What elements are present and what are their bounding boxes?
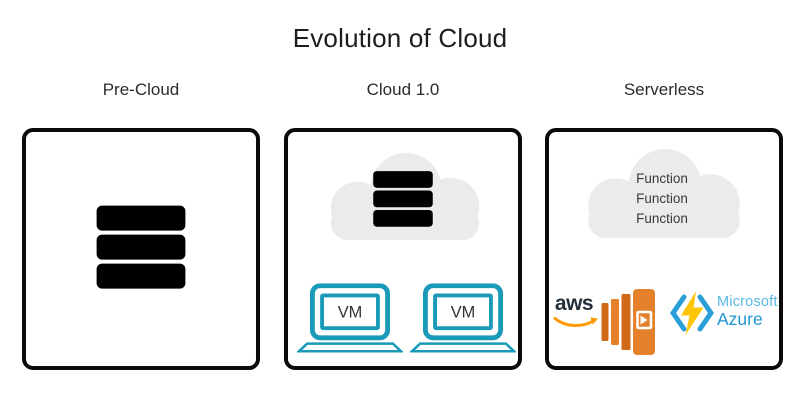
function-item: Function xyxy=(636,191,688,206)
panel-serverless: Function Function Function aws Microsoft… xyxy=(545,128,783,370)
microsoft-text: Microsoft xyxy=(717,294,778,310)
vm-laptop-icon: VM xyxy=(297,283,403,355)
diagram-title: Evolution of Cloud xyxy=(292,23,508,53)
vm-label: VM xyxy=(338,304,363,322)
server-rack-icon xyxy=(372,170,434,229)
aws-smile-icon xyxy=(553,317,598,327)
function-item: Function xyxy=(636,211,688,226)
azure-text: Azure xyxy=(717,308,763,329)
vm-laptop-icon: VM xyxy=(410,283,516,355)
function-list: Function Function Function xyxy=(571,169,753,229)
aws-service-icon xyxy=(601,289,655,355)
azure-functions-icon xyxy=(669,291,715,335)
panel-pre-cloud xyxy=(22,128,260,370)
server-rack-icon xyxy=(95,204,187,292)
aws-wordmark: aws xyxy=(554,292,594,315)
function-item: Function xyxy=(636,171,688,186)
panel-label-cloud-1-0: Cloud 1.0 xyxy=(366,80,440,99)
panel-cloud-1-0: VM VM xyxy=(284,128,522,370)
panel-label-serverless: Serverless xyxy=(623,80,705,99)
azure-wordmark: Microsoft Azure xyxy=(717,295,778,328)
vm-label: VM xyxy=(451,304,476,322)
panel-label-pre-cloud: Pre-Cloud xyxy=(102,80,180,99)
